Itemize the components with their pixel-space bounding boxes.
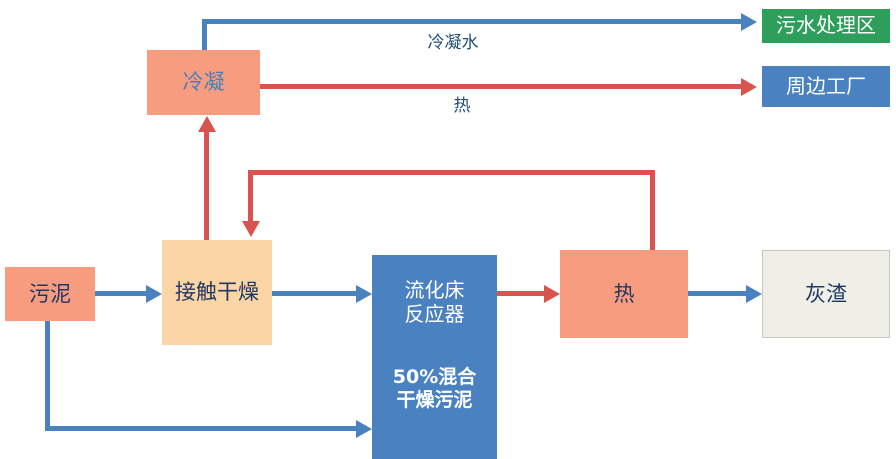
arrowhead-fbr-to-heat: [544, 284, 560, 303]
node-heat-label: 热: [613, 281, 635, 306]
node-fbr-sublabel-line1: 50%混合: [392, 366, 477, 389]
node-condenser[interactable]: 冷凝: [147, 50, 260, 115]
connector-heat-to-dryer-right-vertical: [650, 170, 655, 252]
edge-label-condensate: 冷凝水: [427, 33, 479, 53]
connector-sludge-to-dryer: [95, 291, 146, 296]
node-fbr-label-line1: 流化床: [404, 278, 465, 302]
node-ash-label: 灰渣: [805, 281, 847, 306]
connector-dryer-to-fbr: [272, 291, 356, 296]
connector-fbr-to-heat: [497, 291, 544, 296]
node-factory-label: 周边工厂: [786, 73, 866, 98]
arrowhead-to-contact-dryer: [241, 221, 260, 237]
node-contact-dryer[interactable]: 接触干燥: [162, 240, 272, 345]
edge-label-heat: 热: [453, 96, 471, 116]
node-wastewater-treatment-area[interactable]: 污水处理区: [762, 9, 890, 43]
connector-sludge-bypass-horizontal: [45, 426, 356, 431]
node-heat[interactable]: 热: [560, 250, 688, 338]
arrowhead-dryer-to-fbr: [356, 284, 372, 303]
connector-heat-to-dryer-horizontal: [248, 170, 655, 175]
arrowhead-sludge-bypass-to-fbr: [356, 419, 372, 438]
node-fbr-sublabel: 50%混合 干燥污泥: [393, 366, 476, 411]
node-fbr-sublabel-line2: 干燥污泥: [396, 388, 473, 411]
connector-sludge-bypass-vertical: [45, 321, 50, 431]
node-fluidized-bed-reactor[interactable]: 流化床 反应器 50%混合 干燥污泥: [372, 255, 497, 459]
arrowhead-to-condenser: [197, 116, 216, 132]
node-wastewater-label: 污水处理区: [776, 13, 876, 38]
connector-condenser-to-wastewater-vertical: [202, 19, 207, 52]
node-fbr-label-line2: 反应器: [404, 301, 465, 326]
connector-dryer-to-condenser: [204, 131, 209, 240]
connector-heat-to-dryer-left-vertical: [248, 170, 253, 222]
node-sludge-label: 污泥: [29, 281, 71, 306]
connector-heat-to-ash: [688, 291, 746, 296]
arrowhead-to-wastewater: [741, 12, 757, 31]
node-condenser-label: 冷凝: [182, 70, 225, 95]
arrowhead-sludge-to-dryer: [146, 284, 162, 303]
connector-condenser-to-wastewater-horizontal: [202, 19, 741, 24]
arrowhead-heat-to-ash: [746, 284, 762, 303]
connector-condenser-to-factory: [260, 84, 741, 89]
node-ash[interactable]: 灰渣: [762, 250, 890, 338]
node-contact-dryer-label: 接触干燥: [175, 280, 259, 305]
node-surrounding-factory[interactable]: 周边工厂: [762, 66, 890, 107]
arrowhead-to-factory: [741, 77, 757, 96]
node-sludge[interactable]: 污泥: [5, 267, 95, 321]
